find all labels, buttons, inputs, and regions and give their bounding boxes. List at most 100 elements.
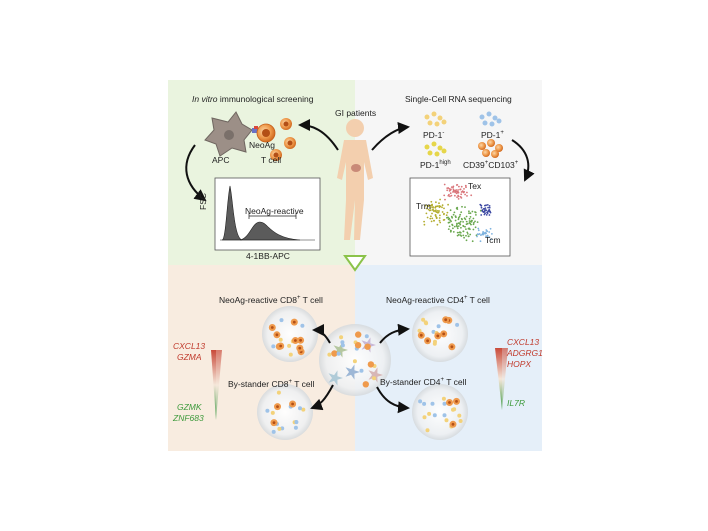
umap-point-main xyxy=(462,224,465,227)
umap-point-main xyxy=(465,234,467,237)
cluster-label-trm: Trm xyxy=(416,201,431,211)
cd8-bystander-tcell-nucleus xyxy=(276,405,279,408)
patient-figure xyxy=(337,119,373,240)
neoag-peptide xyxy=(254,126,258,129)
cd8-reactive-small-cell xyxy=(300,323,305,328)
arrow-apc-to-histogram xyxy=(185,144,207,202)
umap-point-tex xyxy=(456,184,459,186)
neoag-label: NeoAg xyxy=(249,140,275,150)
umap-point-trm xyxy=(439,221,442,224)
umap-point-main xyxy=(448,217,451,220)
cd8-bystander-small-cell xyxy=(276,390,281,395)
cd4-reactive-tcell-nucleus xyxy=(450,345,454,349)
umap-point-tex xyxy=(466,195,468,197)
arrow-to-cd4-reactive xyxy=(379,323,410,344)
umap-point-main xyxy=(462,221,464,223)
mixed-cell xyxy=(355,331,362,338)
cd4-bystander-small-cell xyxy=(422,401,427,406)
umap-clusters xyxy=(423,183,493,243)
umap-point-trm xyxy=(430,220,433,223)
mixed-cell xyxy=(340,343,345,348)
cd4-bystander-small-cell xyxy=(441,396,446,401)
cd4-reactive-tcell-nucleus xyxy=(444,318,448,322)
umap-point-trm xyxy=(427,205,430,208)
umap-point-main xyxy=(469,228,471,231)
umap-point-main xyxy=(457,225,460,228)
umap-point-blue xyxy=(486,212,489,215)
umap-point-tex xyxy=(443,183,446,186)
umap-point-tex xyxy=(454,190,457,193)
umap-point-main xyxy=(472,228,475,231)
cd8-down-gene-1: GZMK xyxy=(177,402,202,412)
umap-point-main xyxy=(456,227,459,230)
umap-point-tex xyxy=(448,188,451,190)
apc-star-icon xyxy=(333,342,348,358)
umap-point-trm xyxy=(431,212,433,215)
umap-point-main xyxy=(463,236,465,239)
apc-label: APC xyxy=(212,155,230,165)
cd8-bystander-small-cell xyxy=(265,408,270,413)
umap-point-main xyxy=(448,225,451,228)
umap-point-tcm xyxy=(476,233,479,236)
cd4-bystander-bubble xyxy=(412,384,468,440)
cd4-reactive-tcell-nucleus xyxy=(419,333,423,337)
cd4-reactive-title: NeoAg-reactive CD4+ T cell xyxy=(386,294,490,305)
cd4-up-gene-2: ADGRG1 xyxy=(507,348,543,358)
umap-point-trm xyxy=(426,216,429,219)
cd4-reactive-small-cell xyxy=(421,317,426,322)
umap-point-blue xyxy=(483,207,485,210)
umap-point-main xyxy=(469,222,472,225)
umap-point-main xyxy=(465,228,467,231)
umap-point-main xyxy=(461,218,463,221)
arrow-patient-to-scrna xyxy=(371,122,410,151)
umap-point-trm xyxy=(436,210,439,212)
apc-star-icon xyxy=(345,364,360,380)
umap-point-tex xyxy=(454,194,456,197)
umap-point-blue xyxy=(488,214,491,216)
umap-point-main xyxy=(449,219,452,222)
umap-point-tcm xyxy=(477,227,480,230)
umap-point-main xyxy=(466,231,469,234)
cd39-cd103-cells xyxy=(478,139,503,158)
umap-point-main xyxy=(475,214,477,216)
umap-point-tex xyxy=(460,185,463,188)
arrow-patient-to-tcells xyxy=(298,119,339,151)
umap-point-main xyxy=(462,234,465,237)
mixed-cell xyxy=(352,359,357,364)
cd4-bystander-small-cell xyxy=(425,428,430,433)
umap-point-trm xyxy=(427,208,430,211)
umap-point-trm xyxy=(431,204,433,207)
cd4-gene-gradient-2 xyxy=(502,348,508,410)
umap-point-main xyxy=(460,226,462,229)
apc-cell xyxy=(204,111,253,157)
cd8-bystander-small-cell xyxy=(293,425,298,430)
umap-point-tex xyxy=(452,187,454,189)
umap-point-main xyxy=(454,219,457,222)
umap-point-trm xyxy=(429,217,432,220)
mixed-cell xyxy=(327,352,332,357)
umap-point-trm xyxy=(443,218,446,221)
umap-point-main xyxy=(457,218,460,221)
umap-point-main xyxy=(447,216,449,219)
umap-point-tex xyxy=(452,190,455,193)
umap-point-trm xyxy=(435,201,437,204)
arrow-scrna-to-umap xyxy=(511,139,535,182)
umap-point-main xyxy=(461,205,463,208)
cd4-bystander-tcell-nucleus xyxy=(451,422,455,426)
umap-point-main xyxy=(472,223,475,226)
umap-point-blue xyxy=(485,214,488,216)
umap-point-main xyxy=(457,233,460,236)
umap-point-tex xyxy=(449,195,451,198)
umap-point-tcm xyxy=(480,234,482,237)
umap-point-main xyxy=(456,231,459,234)
umap-point-tcm xyxy=(488,231,491,233)
umap-point-trm xyxy=(429,207,432,209)
umap-point-blue xyxy=(489,211,492,214)
histogram-negative-peak xyxy=(221,185,243,241)
umap-point-blue xyxy=(480,214,483,216)
umap-point-trm xyxy=(441,206,443,209)
tcell-label: T cell xyxy=(261,155,282,165)
mixed-cell xyxy=(359,368,364,373)
umap-point-main xyxy=(448,221,451,224)
cd8-reactive-small-cell xyxy=(279,318,284,323)
